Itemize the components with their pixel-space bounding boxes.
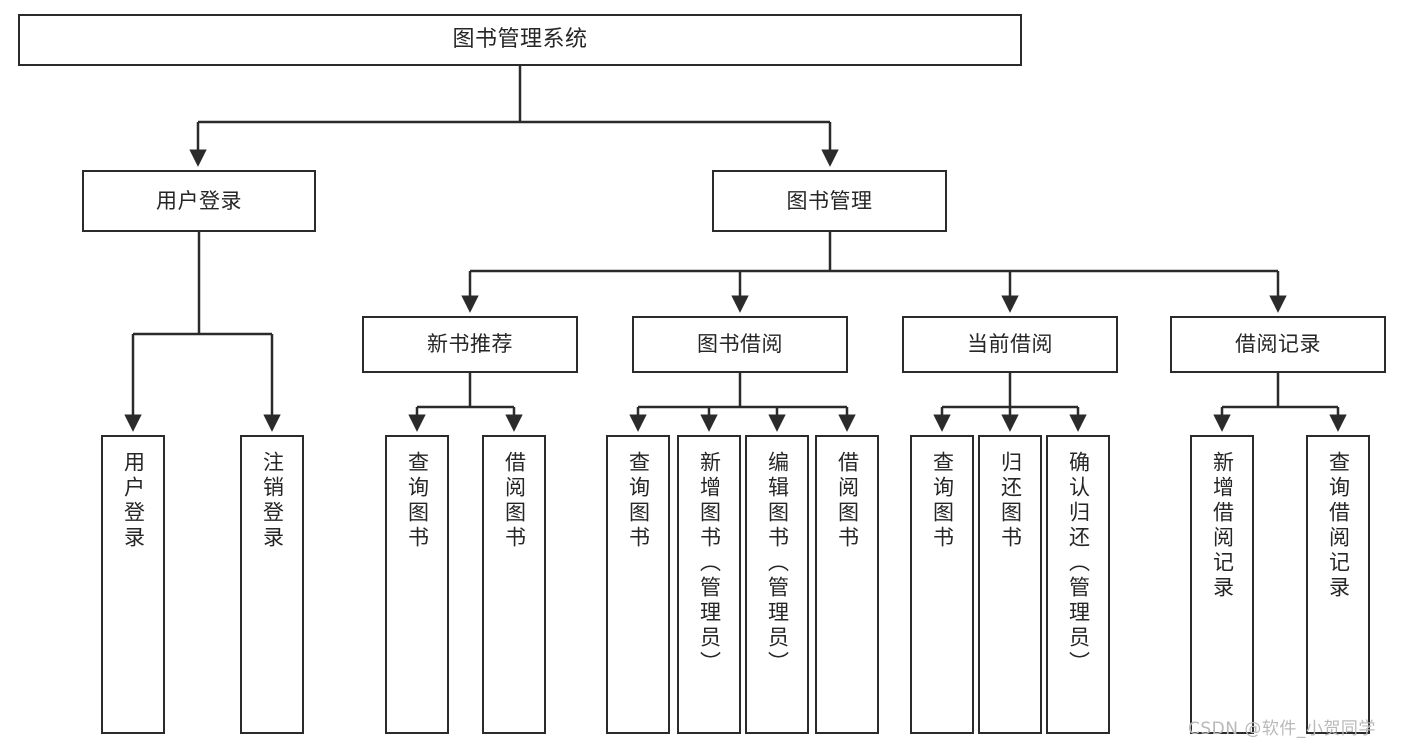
node-leaf-borrow-book-2[interactable]: 借阅图书 xyxy=(815,435,879,734)
node-leaf-edit-book[interactable]: 编辑图书（管理员） xyxy=(745,435,809,734)
watermark-text: CSDN @软件_小贺同学 xyxy=(1188,719,1376,739)
node-label: 借阅图书 xyxy=(835,451,860,551)
node-book-manage[interactable]: 图书管理 xyxy=(712,170,947,232)
node-label: 注销登录 xyxy=(260,451,285,551)
node-leaf-add-book[interactable]: 新增图书（管理员） xyxy=(677,435,741,734)
node-leaf-query-book-2[interactable]: 查询图书 xyxy=(606,435,670,734)
node-leaf-query-record[interactable]: 查询借阅记录 xyxy=(1306,435,1370,734)
node-leaf-user-login[interactable]: 用户登录 xyxy=(101,435,165,734)
node-new-book-recommend[interactable]: 新书推荐 xyxy=(362,316,578,373)
node-label: 当前借阅 xyxy=(967,332,1053,357)
node-borrow-record[interactable]: 借阅记录 xyxy=(1170,316,1386,373)
node-label: 确认归还（管理员） xyxy=(1066,451,1091,676)
node-label: 归还图书 xyxy=(998,451,1023,551)
node-leaf-logout[interactable]: 注销登录 xyxy=(240,435,304,734)
node-leaf-return-book[interactable]: 归还图书 xyxy=(978,435,1042,734)
node-label: 新增图书（管理员） xyxy=(697,451,722,676)
node-label: 用户登录 xyxy=(156,188,242,213)
node-current-borrow[interactable]: 当前借阅 xyxy=(902,316,1118,373)
node-leaf-add-record[interactable]: 新增借阅记录 xyxy=(1190,435,1254,734)
node-label: 图书借阅 xyxy=(697,332,783,357)
node-user-login[interactable]: 用户登录 xyxy=(82,170,316,232)
node-label: 新书推荐 xyxy=(427,332,513,357)
node-leaf-borrow-book-1[interactable]: 借阅图书 xyxy=(482,435,546,734)
node-label: 图书管理系统 xyxy=(452,27,588,53)
node-label: 用户登录 xyxy=(121,451,146,551)
node-label: 借阅记录 xyxy=(1235,332,1321,357)
node-label: 新增借阅记录 xyxy=(1210,451,1235,601)
node-leaf-query-book-1[interactable]: 查询图书 xyxy=(385,435,449,734)
node-leaf-query-book-3[interactable]: 查询图书 xyxy=(910,435,974,734)
node-leaf-confirm-return[interactable]: 确认归还（管理员） xyxy=(1046,435,1110,734)
node-label: 借阅图书 xyxy=(502,451,527,551)
node-label: 查询图书 xyxy=(626,451,651,551)
node-label: 查询图书 xyxy=(930,451,955,551)
node-label: 查询图书 xyxy=(405,451,430,551)
node-label: 编辑图书（管理员） xyxy=(765,451,790,676)
node-label: 图书管理 xyxy=(786,188,873,213)
node-label: 查询借阅记录 xyxy=(1326,451,1351,601)
node-book-borrow[interactable]: 图书借阅 xyxy=(632,316,848,373)
node-root-book-management-system[interactable]: 图书管理系统 xyxy=(18,14,1022,66)
